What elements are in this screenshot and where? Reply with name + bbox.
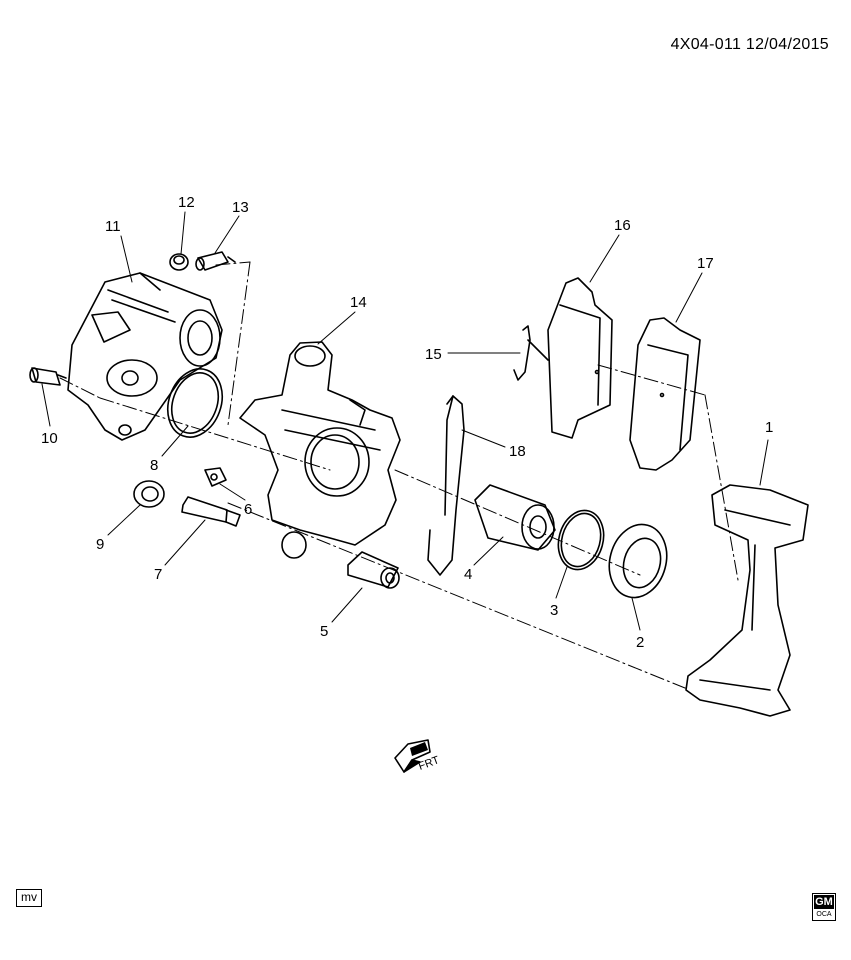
callout-1: 1 xyxy=(765,419,773,436)
callout-7: 7 xyxy=(154,566,162,583)
part-14-caliper-housing xyxy=(239,341,401,546)
callout-5: 5 xyxy=(320,623,328,640)
alignment-lines xyxy=(59,261,739,689)
callout-6: 6 xyxy=(244,501,252,518)
gm-logo-subtext: OCA xyxy=(816,911,832,918)
part-1-bracket xyxy=(685,484,809,717)
part-18-spring-clip xyxy=(427,395,465,576)
part-8-o-ring xyxy=(166,368,224,438)
callout-10: 10 xyxy=(41,430,58,447)
callout-15: 15 xyxy=(425,346,442,363)
gm-logo: GM OCA xyxy=(812,893,836,921)
part-6-bolt xyxy=(204,467,227,487)
part-4-piston xyxy=(474,484,556,551)
part-15-clip xyxy=(513,325,549,381)
callout-labels: 1 2 3 4 5 6 7 8 9 10 11 12 13 14 15 16 1… xyxy=(41,194,773,651)
part-9-boot xyxy=(133,480,165,508)
callout-18: 18 xyxy=(509,443,526,460)
callout-12: 12 xyxy=(178,194,195,211)
callout-14: 14 xyxy=(350,294,367,311)
part-13-bleeder xyxy=(195,251,236,271)
mv-tag: mv xyxy=(16,889,42,907)
callout-13: 13 xyxy=(232,199,249,216)
part-7-guide-pin xyxy=(181,496,241,527)
callout-8: 8 xyxy=(150,457,158,474)
diagram-reference-code: 4X04-011 12/04/2015 xyxy=(670,36,829,53)
part-5-sleeve xyxy=(347,551,400,589)
callout-3: 3 xyxy=(550,602,558,619)
front-direction-arrow-icon: FRT xyxy=(394,739,441,773)
callout-11: 11 xyxy=(105,218,121,235)
part-17-outer-pad xyxy=(629,317,701,471)
callout-16: 16 xyxy=(614,217,631,234)
part-10-plug xyxy=(29,367,67,386)
part-12-cap xyxy=(169,253,189,271)
callout-2: 2 xyxy=(636,634,644,651)
leader-lines xyxy=(41,211,769,631)
bushing-left xyxy=(281,531,307,559)
gm-logo-text: GM xyxy=(814,895,834,909)
callout-17: 17 xyxy=(697,255,714,272)
part-16-inner-pad xyxy=(547,277,613,439)
part-11-actuator-motor xyxy=(67,272,223,441)
callout-4: 4 xyxy=(464,566,472,583)
part-3-seal-ring xyxy=(557,509,605,571)
callout-9: 9 xyxy=(96,536,104,553)
part-2-piston-boot xyxy=(608,523,668,599)
